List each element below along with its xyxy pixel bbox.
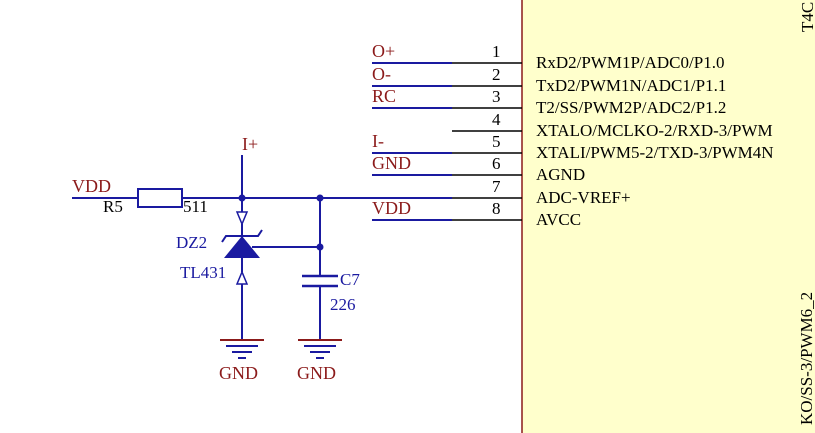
ic-body [521, 0, 815, 433]
pin-number: 2 [492, 65, 501, 84]
ic-pin-7: 7 ADC-VREF+ [452, 177, 631, 207]
ic-pin-2: 2 TxD2/PWM1N/ADC1/P1.1 O- [372, 64, 726, 95]
ic-chip: T4C KO/SS-3/PWM6_2 [521, 0, 815, 433]
net-label: RC [372, 86, 396, 106]
pin-name: AVCC [536, 210, 581, 229]
gnd-label: GND [219, 363, 258, 383]
ic-top-label: T4C [798, 2, 815, 32]
net-label: I- [372, 131, 384, 151]
iplus-net-label: I+ [242, 134, 258, 154]
net-label: O+ [372, 41, 395, 61]
resistor-ref: R5 [103, 197, 123, 216]
capacitor-c7: C7 226 [302, 198, 360, 340]
pin-name: XTALI/PWM5-2/TXD-3/PWM4N [536, 143, 774, 162]
pin-number: 6 [492, 154, 501, 173]
resistor-value: 511 [183, 197, 208, 216]
ic-pin-4: 4 XTALO/MCLKO-2/RXD-3/PWM [452, 110, 773, 140]
ic-pins: 1 RxD2/PWM1P/ADC0/P1.0 O+ 2 TxD2/PWM1N/A… [372, 41, 774, 229]
ic-pin-3: 3 T2/SS/PWM2P/ADC2/P1.2 RC [372, 86, 726, 117]
net-label: O- [372, 64, 391, 84]
ic-pin-8: 8 AVCC VDD [372, 198, 581, 229]
zener-arrow-bottom [235, 270, 249, 285]
reference-circuit: VDD R5 511 I+ DZ2 TL431 [72, 134, 452, 383]
pin-number: 5 [492, 132, 501, 151]
net-label: VDD [372, 198, 411, 218]
resistor-r5: R5 511 [103, 188, 208, 216]
ic-side-label: KO/SS-3/PWM6_2 [797, 292, 815, 425]
zener-triangle [224, 236, 260, 258]
ic-pin-6: 6 AGND GND [372, 153, 585, 184]
pin-number: 1 [492, 42, 501, 61]
gnd-label: GND [297, 363, 336, 383]
resistor-body [137, 188, 183, 208]
ic-pin-5: 5 XTALI/PWM5-2/TXD-3/PWM4N I- [372, 131, 774, 162]
zener-arrow-top [235, 211, 249, 226]
pin-number: 7 [492, 177, 501, 196]
vdd-net-label: VDD [72, 176, 111, 196]
cap-value: 226 [330, 295, 356, 314]
pin-name: T2/SS/PWM2P/ADC2/P1.2 [536, 98, 726, 117]
cap-ref: C7 [340, 270, 360, 289]
pin-number: 8 [492, 199, 501, 218]
pin-number: 4 [492, 110, 501, 129]
pin-name: RxD2/PWM1P/ADC0/P1.0 [536, 53, 724, 72]
pin-name: AGND [536, 165, 585, 184]
ic-pin-1: 1 RxD2/PWM1P/ADC0/P1.0 O+ [372, 41, 724, 72]
pin-name: ADC-VREF+ [536, 188, 631, 207]
net-label: GND [372, 153, 411, 173]
ground-symbol-1: GND [219, 339, 264, 383]
zener-value: TL431 [180, 263, 226, 282]
ground-symbol-2: GND [297, 339, 342, 383]
pin-name: TxD2/PWM1N/ADC1/P1.1 [536, 76, 726, 95]
zener-ref: DZ2 [176, 233, 207, 252]
zener-dz2: DZ2 TL431 [176, 198, 320, 340]
pin-name: XTALO/MCLKO-2/RXD-3/PWM [536, 121, 773, 140]
pin-number: 3 [492, 87, 501, 106]
